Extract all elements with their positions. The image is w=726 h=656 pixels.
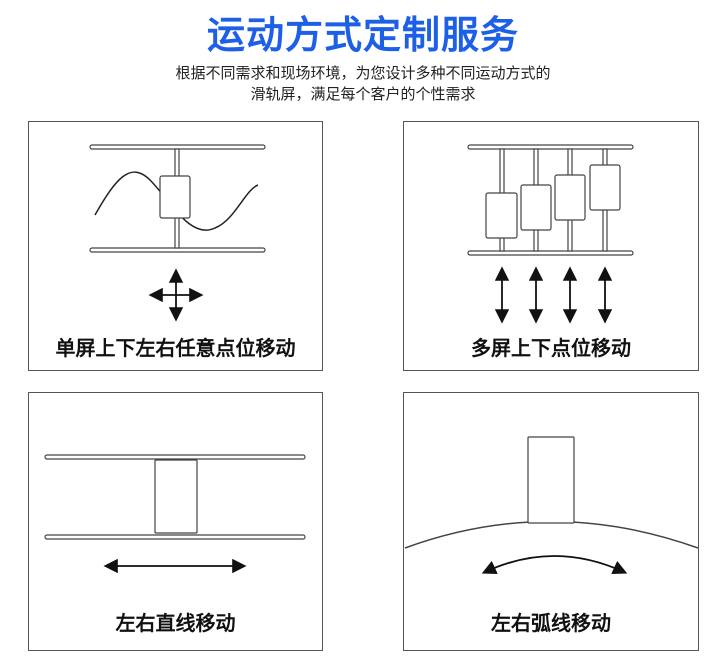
panel-label: 左右直线移动 [115, 611, 236, 635]
screen-box [589, 164, 621, 211]
panel-label: 左右弧线移动 [491, 611, 611, 635]
rail-bottom [89, 247, 266, 253]
arc-rail [404, 520, 699, 549]
arrow-curved [481, 555, 628, 575]
panel-label: 单屏上下左右任意点位移动 [55, 336, 296, 360]
panel-multi-screen-vertical [403, 121, 699, 371]
screen-box [520, 184, 552, 231]
rail-top [467, 144, 634, 150]
rail-bottom [44, 534, 306, 540]
screen-box [527, 436, 575, 524]
subtitle-line-1: 根据不同需求和现场环境，为您设计多种不同运动方式的 [175, 64, 551, 82]
screen-box [554, 174, 586, 221]
screen-box [159, 175, 191, 219]
screen-box [154, 459, 198, 534]
rail-top [44, 454, 306, 460]
panel-arc-horizontal [403, 392, 699, 651]
subtitle-line-2: 滑轨屏，满足每个客户的个性需求 [250, 85, 476, 103]
page-title: 运动方式定制服务 [206, 13, 519, 57]
rail-bottom [467, 250, 634, 256]
screen-box [485, 192, 518, 239]
rail-top [89, 144, 266, 150]
panel-linear-horizontal [28, 392, 323, 651]
panel-single-screen-free [28, 121, 323, 371]
panel-label: 多屏上下点位移动 [471, 336, 631, 360]
